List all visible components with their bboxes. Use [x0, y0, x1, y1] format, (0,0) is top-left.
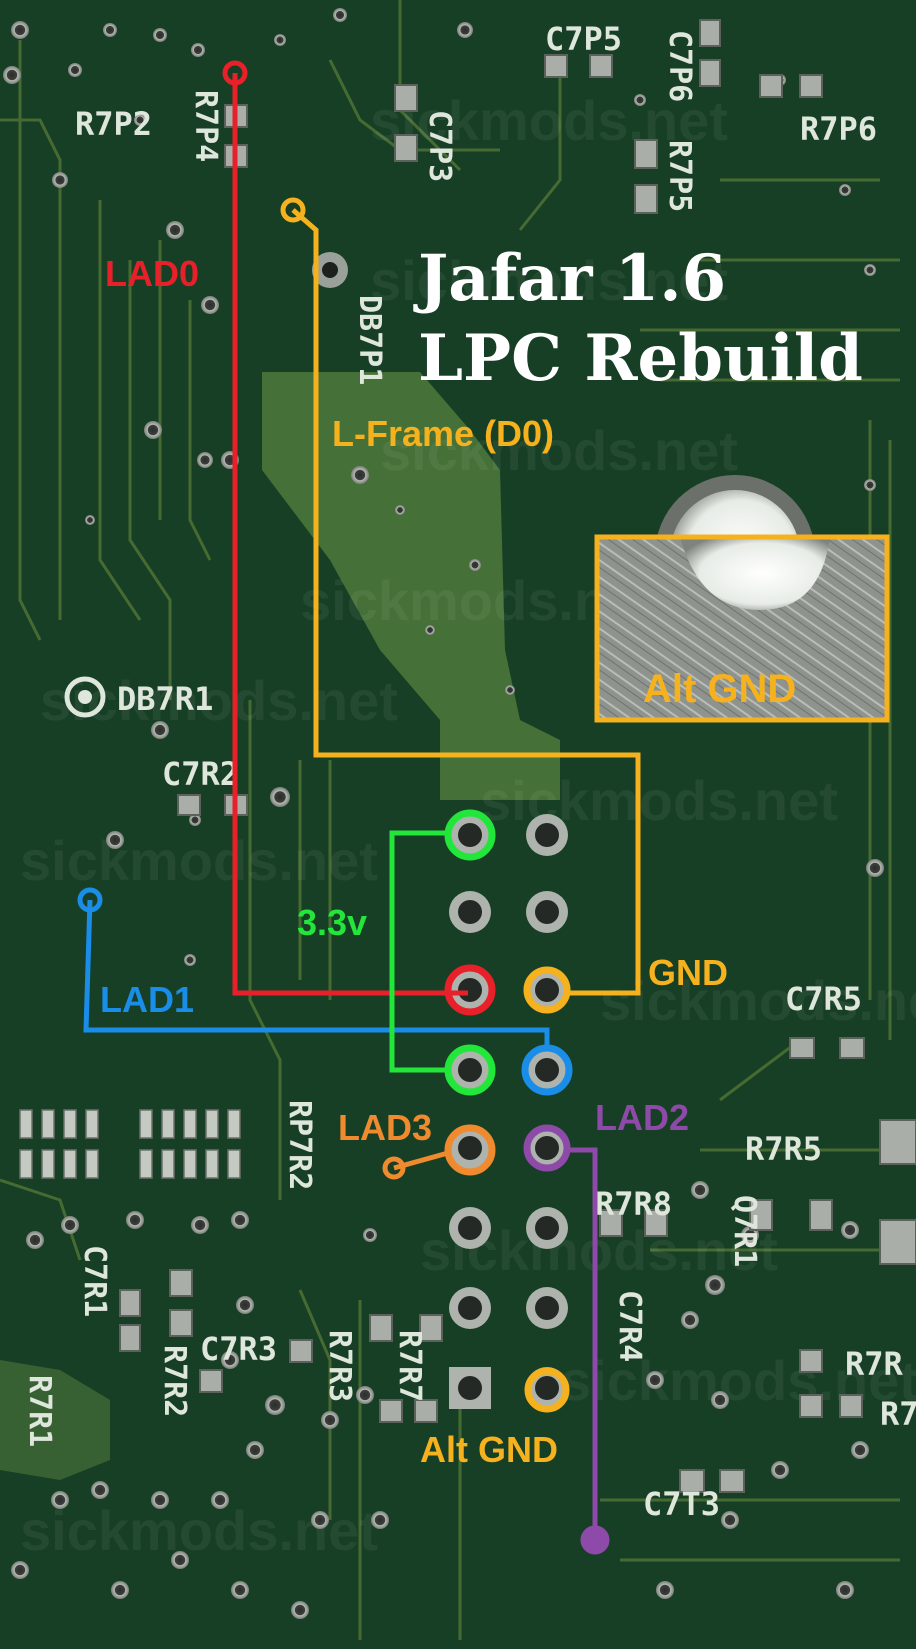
lframe-wire	[280, 197, 641, 1014]
title-line2: LPC Rebuild	[418, 321, 863, 396]
svg-text:sickmods.net: sickmods.net	[20, 829, 378, 892]
v33-label: 3.3v	[297, 902, 367, 943]
alt-gnd-ring	[524, 1367, 570, 1413]
silk-r7p2: R7P2	[75, 105, 152, 143]
silk-db7r1: DB7R1	[117, 680, 213, 718]
lad1-label: LAD1	[100, 979, 194, 1020]
silk-rp7r2: RP7R2	[282, 1100, 317, 1190]
silk-r7r: R7R	[845, 1345, 904, 1383]
silk-r7r1: R7R1	[22, 1375, 57, 1447]
silk-r7p4: R7P4	[188, 90, 223, 162]
lad0-label: LAD0	[105, 253, 199, 294]
silk-r7r7: R7R7	[392, 1330, 427, 1402]
lad3-wire	[382, 1124, 496, 1180]
vias	[3, 8, 884, 1619]
lframe-label: L-Frame (D0)	[332, 413, 554, 454]
lad2-wire	[523, 1124, 610, 1555]
db7r1-dot	[78, 690, 92, 704]
gnd-label: GND	[648, 952, 728, 993]
silk-r7p5: R7P5	[662, 140, 697, 212]
silk-r7: R7	[880, 1395, 916, 1433]
copper-pours	[0, 372, 560, 1480]
title-line1: Jafar 1.6	[413, 241, 726, 316]
alt-gnd-inset-label: Alt GND	[643, 667, 796, 711]
wire-labels: LAD0 L-Frame (D0) 3.3v GND LAD1 LAD3 LAD…	[100, 253, 728, 1470]
silk-q7r1: Q7R1	[727, 1195, 762, 1267]
silk-c7t3: C7T3	[643, 1485, 720, 1523]
silk-r7p6: R7P6	[800, 110, 877, 148]
silk-r7r8: R7R8	[595, 1185, 672, 1223]
smd-components	[119, 19, 916, 1493]
svg-text:sickmods.net: sickmods.net	[370, 89, 728, 152]
lad2-label: LAD2	[595, 1097, 689, 1138]
silk-c7p6: C7P6	[662, 30, 697, 102]
lpc-header	[449, 814, 568, 1409]
lad3-label: LAD3	[338, 1107, 432, 1148]
silk-c7r4: C7R4	[612, 1290, 647, 1362]
silk-c7r5: C7R5	[785, 980, 862, 1018]
alt-gnd-label: Alt GND	[420, 1429, 558, 1470]
svg-text:sickmods.net: sickmods.net	[600, 969, 916, 1032]
silk-c7r2: C7R2	[162, 755, 239, 793]
silk-r7r2: R7R2	[157, 1345, 192, 1417]
silk-c7p3: C7P3	[422, 110, 457, 182]
silk-r7r5: R7R5	[745, 1130, 822, 1168]
alt-gnd-inset: Alt GND	[594, 534, 890, 723]
v33-wire	[389, 809, 496, 1096]
resistor-pack-rp7r2	[19, 1109, 241, 1179]
silk-r7r3: R7R3	[322, 1330, 357, 1402]
title-block: Jafar 1.6 LPC Rebuild	[413, 241, 863, 396]
silk-db7p1: DB7P1	[352, 295, 387, 385]
svg-text:sickmods.net: sickmods.net	[20, 1499, 378, 1562]
silk-c7p5: C7P5	[545, 20, 622, 58]
silk-c7r3: C7R3	[200, 1330, 277, 1368]
db7r1-ring	[64, 676, 106, 718]
silk-c7r1: C7R1	[77, 1245, 112, 1317]
svg-text:sickmods.net: sickmods.net	[370, 249, 728, 312]
svg-text:sickmods.net: sickmods.net	[40, 669, 398, 732]
silkscreen-labels: R7P2 R7P4 C7P5 C7P6 R7P5 R7P6 C7P3 DB7P1…	[22, 20, 916, 1523]
svg-text:sickmods.net: sickmods.net	[380, 419, 738, 482]
lad1-wire	[77, 887, 573, 1096]
